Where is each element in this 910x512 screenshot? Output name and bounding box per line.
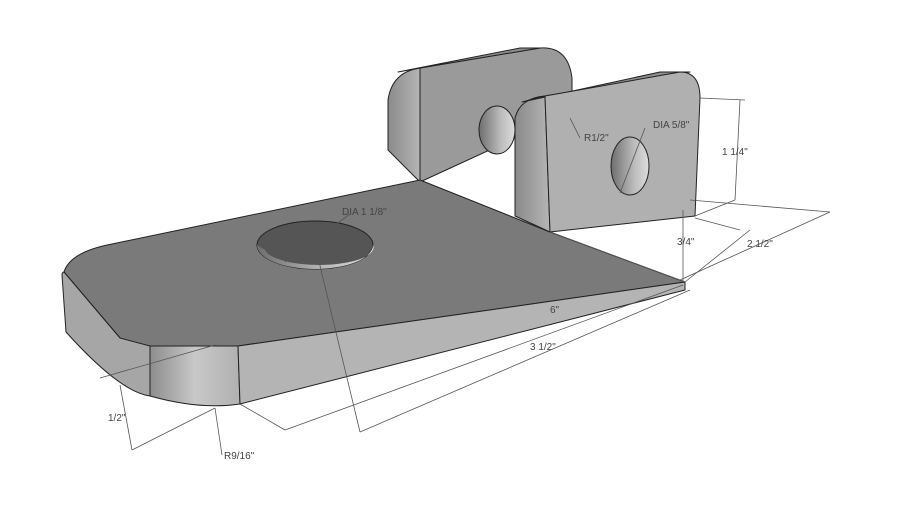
front-upright (514, 71, 701, 233)
label-hole-large: DIA 1 1/8" (342, 207, 387, 218)
dimension-lines (99, 97, 831, 456)
label-hole-offset: 3 1/2" (530, 342, 556, 353)
label-upright-radius: R1/2" (584, 133, 609, 144)
back-upright (387, 47, 573, 183)
label-width: 2 1/2" (747, 239, 773, 250)
label-corner-radius: R9/16" (224, 451, 255, 462)
back-hole (478, 105, 516, 155)
label-length: 6" (550, 305, 560, 316)
dimension-labels: DIA 1 1/8" DIA 5/8" R1/2" 1 1/4" 3/4" 2 … (108, 120, 773, 462)
label-upright-height: 1 1/4" (722, 147, 748, 158)
label-thickness: 1/2" (108, 413, 126, 424)
label-hole-small: DIA 5/8" (653, 120, 690, 131)
label-hole-height: 3/4" (677, 237, 695, 248)
